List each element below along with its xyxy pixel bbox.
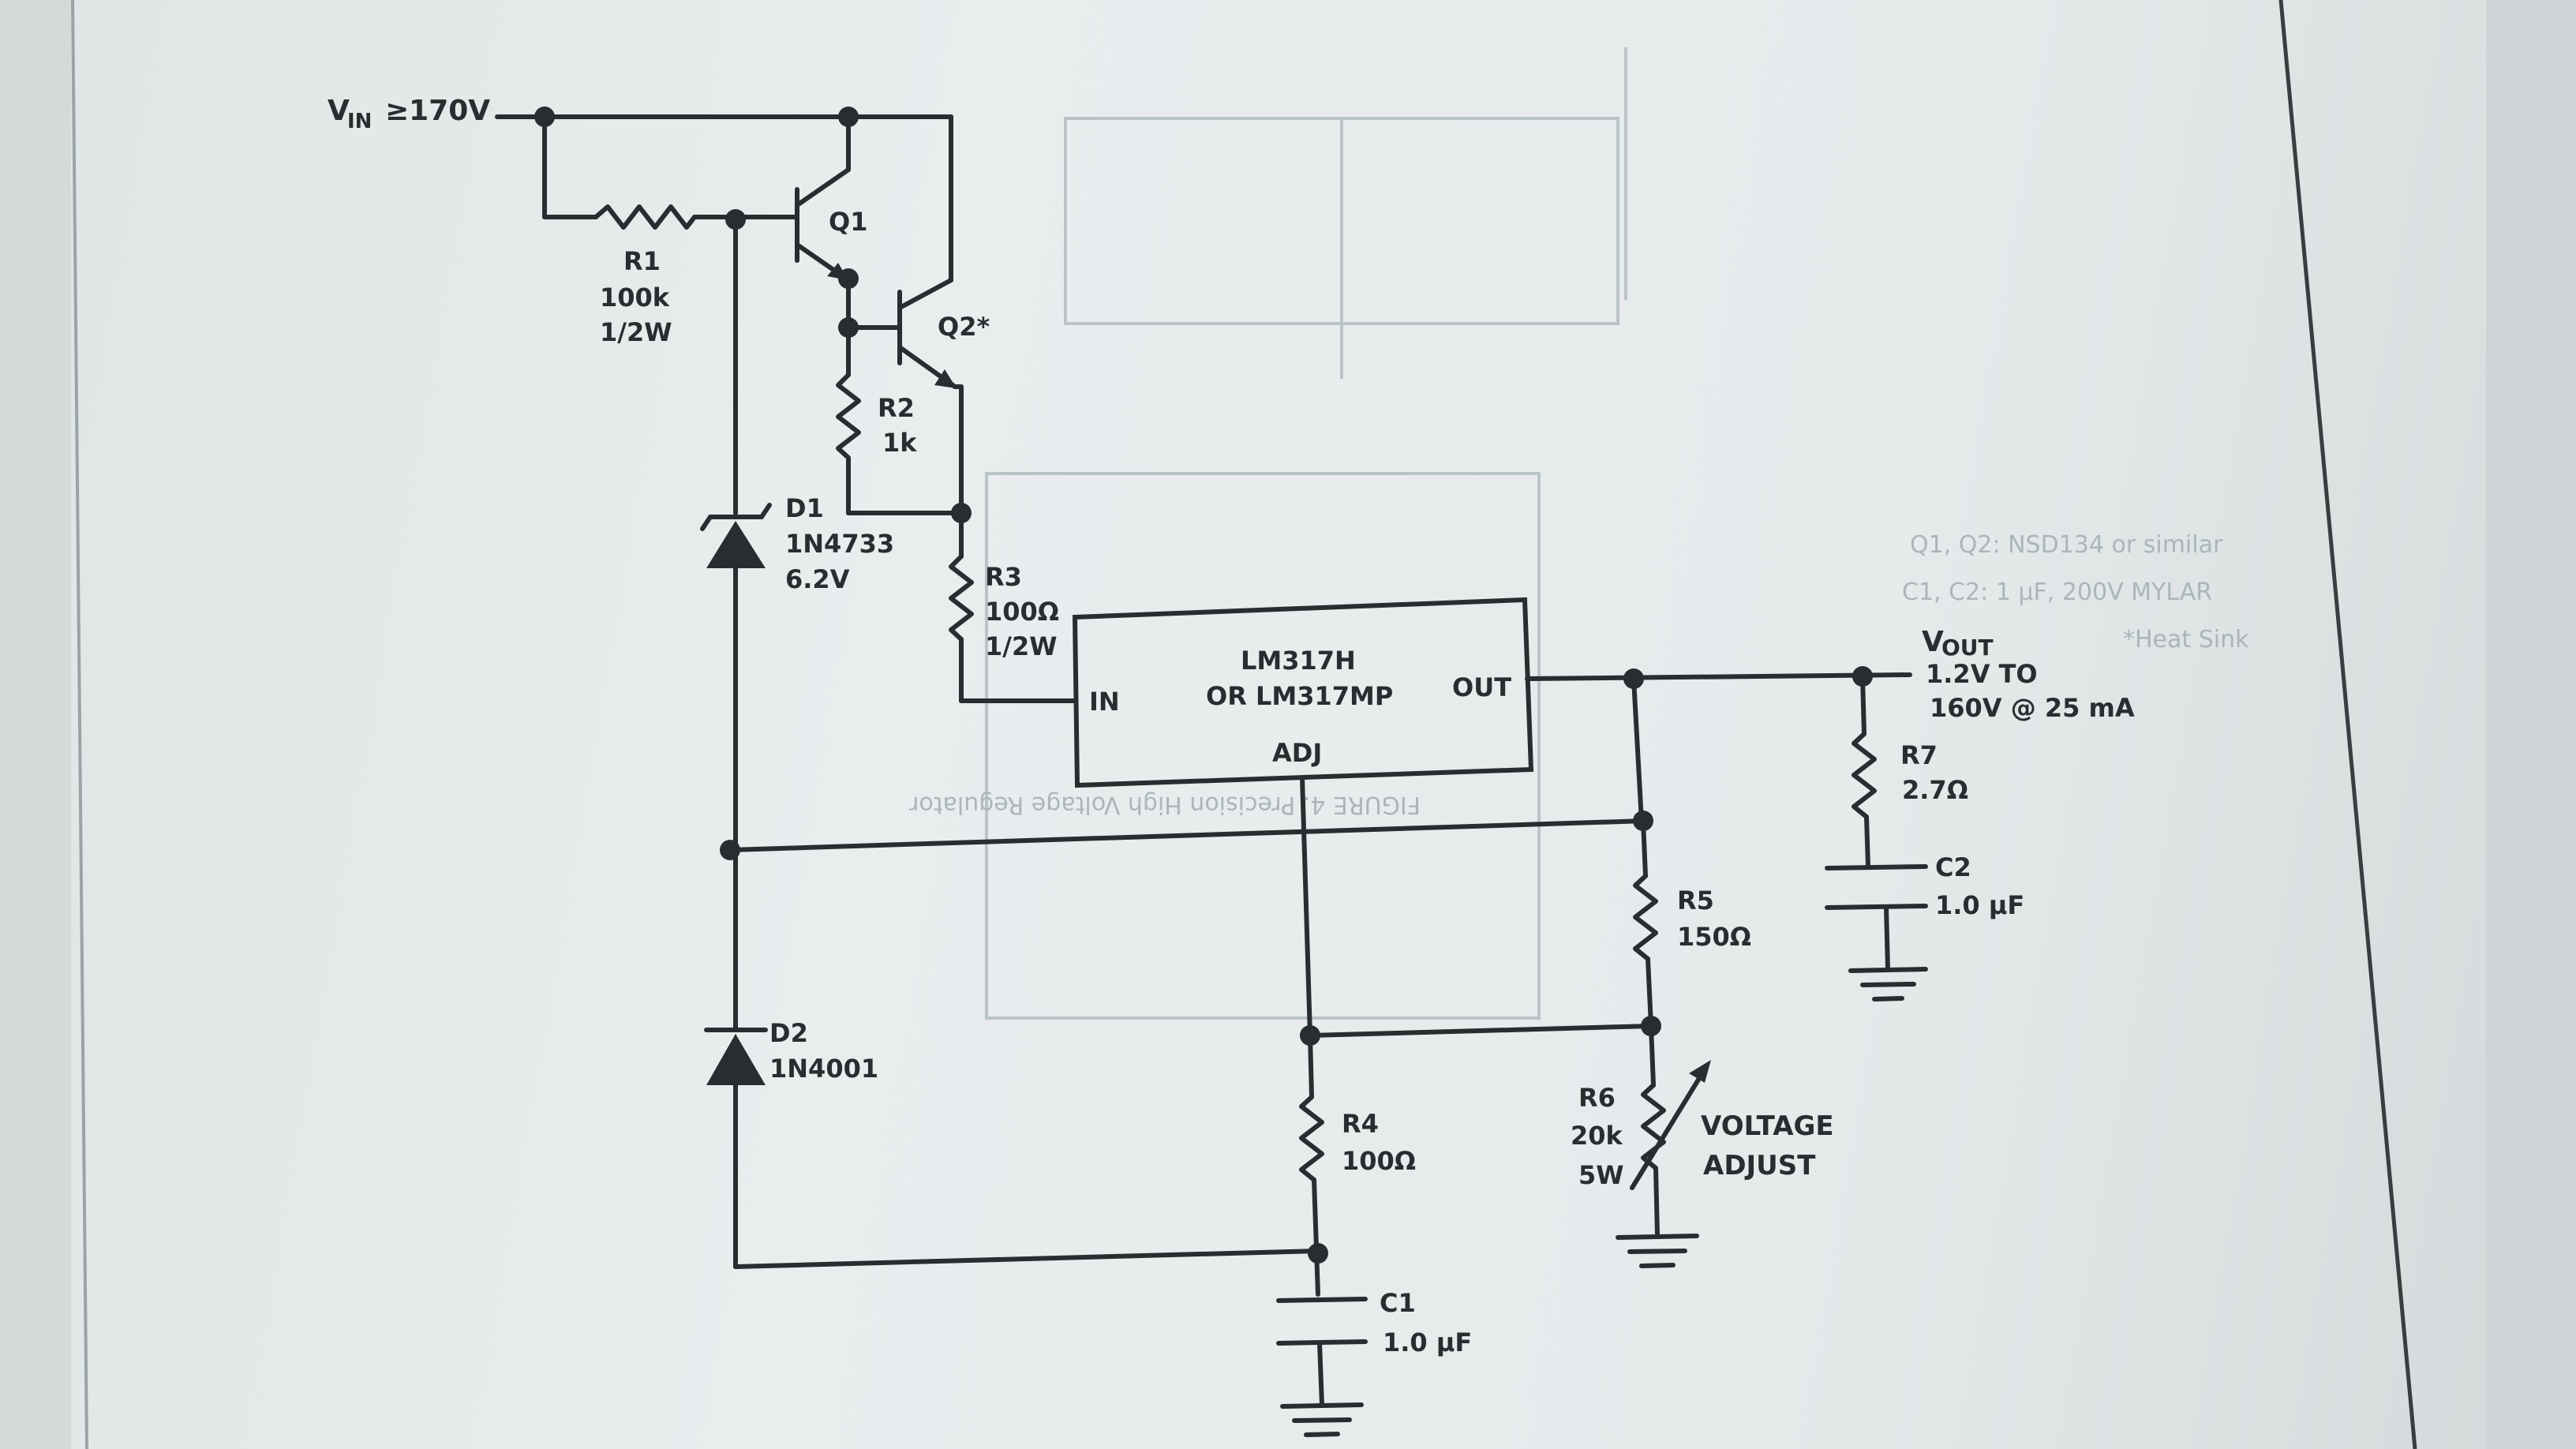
r2-label: R2 <box>878 393 915 423</box>
page-fold-shadow <box>2486 0 2576 1449</box>
r5-label: R5 <box>1677 886 1714 915</box>
d2-part: 1N4001 <box>769 1054 878 1084</box>
vout-subscript: OUT <box>1941 635 1994 661</box>
r6-label: R6 <box>1578 1083 1616 1113</box>
c2-label: C2 <box>1935 852 1971 882</box>
ic-in-pin: IN <box>1089 687 1120 717</box>
r4-value: 100Ω <box>1342 1146 1416 1176</box>
r1-label: R1 <box>623 246 661 276</box>
d2-label: D2 <box>769 1018 808 1048</box>
lm317-ic-box <box>1072 597 1534 788</box>
component-labels: V IN ≥170V Q1 Q2* R1 100k 1/2W R2 1k R3 … <box>328 95 2135 1357</box>
ic-name-line1: LM317H <box>1241 646 1356 676</box>
r7-value: 2.7Ω <box>1902 775 1968 805</box>
vout-current: 160V @ 25 mA <box>1930 693 2135 723</box>
q2-label: Q2* <box>938 312 990 342</box>
page-margin-shadow <box>0 0 71 1449</box>
page-border-line <box>2278 0 2417 1449</box>
q1-label: Q1 <box>829 207 867 237</box>
vout-range: 1.2V TO <box>1926 659 2038 689</box>
r6-value: 20k <box>1571 1121 1623 1151</box>
r5-value: 150Ω <box>1677 922 1751 952</box>
svg-text:Q1, Q2: NSD134 or similar: Q1, Q2: NSD134 or similar <box>1910 531 2223 559</box>
c2-value: 1.0 μF <box>1935 890 2024 920</box>
svg-text:C1, C2: 1 μF, 200V MYLAR: C1, C2: 1 μF, 200V MYLAR <box>1902 578 2212 606</box>
svg-text:FIGURE 4. Precision High Volta: FIGURE 4. Precision High Voltage Regulat… <box>908 791 1421 818</box>
vout-label: V <box>1922 626 1944 658</box>
d1-label: D1 <box>785 493 824 523</box>
svg-text:*Heat Sink: *Heat Sink <box>2123 626 2249 653</box>
r4-label: R4 <box>1342 1109 1379 1139</box>
c1-label: C1 <box>1380 1288 1416 1318</box>
r6-power: 5W <box>1578 1160 1624 1190</box>
r3-label: R3 <box>985 562 1022 592</box>
r3-value: 100Ω <box>985 597 1059 627</box>
ic-name-line2: OR LM317MP <box>1206 681 1393 711</box>
ic-out-pin: OUT <box>1452 672 1511 702</box>
bleed-through: Q1, Q2: NSD134 or similar C1, C2: 1 μF, … <box>908 47 2249 1020</box>
ic-adj-pin: ADJ <box>1272 738 1322 768</box>
r3-power: 1/2W <box>985 631 1058 661</box>
r2-value: 1k <box>882 428 917 458</box>
vin-label: V <box>328 95 350 127</box>
vin-subscript: IN <box>347 110 372 133</box>
d1-part: 1N4733 <box>785 529 894 559</box>
d1-voltage: 6.2V <box>785 564 850 594</box>
c1-value: 1.0 μF <box>1383 1327 1472 1357</box>
r7-label: R7 <box>1900 740 1938 770</box>
r1-power: 1/2W <box>600 317 672 347</box>
r1-value: 100k <box>600 283 670 313</box>
voltage-adjust-line2: ADJUST <box>1703 1150 1816 1181</box>
junction-dots <box>534 107 1873 1264</box>
voltage-adjust-line1: VOLTAGE <box>1701 1110 1834 1142</box>
vin-value: ≥170V <box>385 95 490 127</box>
wires <box>495 114 1928 1437</box>
page-edge-line <box>71 0 88 1449</box>
